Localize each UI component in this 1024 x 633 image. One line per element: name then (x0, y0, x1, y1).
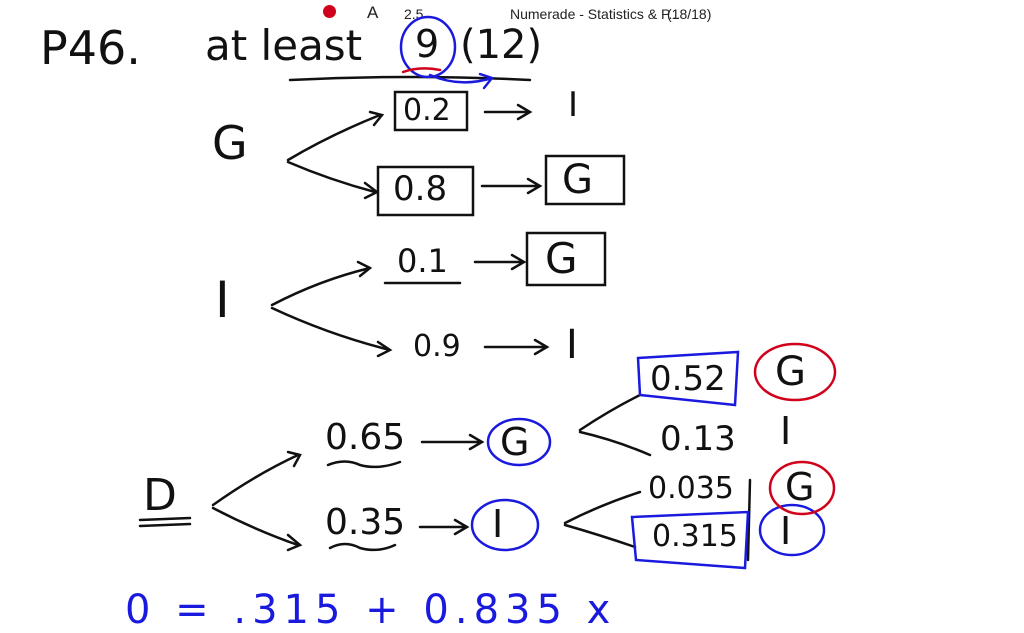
red-circle-G (753, 342, 837, 402)
squiggle (326, 460, 402, 469)
circle-9 (399, 15, 457, 79)
sub-prob: 0.315 (652, 519, 738, 554)
heading-underline (288, 75, 532, 82)
box-0.2 (393, 90, 469, 132)
sub-branches (563, 490, 642, 549)
red-mark (401, 67, 442, 74)
red-circle-G (768, 460, 836, 516)
circled-number: 9 (415, 22, 440, 66)
outcome: G (545, 234, 578, 283)
arrow (270, 260, 373, 307)
arrow (418, 518, 470, 536)
arrow (483, 338, 550, 356)
sub-branches (578, 393, 652, 457)
sub-outcome: G (775, 349, 806, 395)
circle-G (486, 417, 552, 467)
tree-root-I: I (215, 271, 230, 329)
sub-outcome: I (780, 509, 792, 553)
arrow (483, 103, 533, 121)
arrow (286, 110, 385, 162)
total-count: (12) (460, 22, 543, 68)
prob: 0.8 (393, 169, 448, 209)
phrase-at-least: at least (205, 21, 363, 70)
arrow (211, 450, 302, 507)
divider (746, 478, 752, 562)
circle-I (470, 498, 540, 552)
arrow (480, 177, 543, 195)
arrow (428, 72, 495, 90)
sub-prob: 0.035 (648, 471, 734, 506)
box-0.315 (630, 510, 750, 570)
sub-outcome: G (785, 465, 815, 509)
arrow (286, 160, 380, 200)
outcome: G (562, 157, 593, 203)
underline-D (138, 516, 192, 528)
outcome: I (566, 322, 578, 368)
outcome: I (568, 85, 579, 125)
arrow (270, 306, 393, 358)
box-G (544, 154, 626, 206)
box-0.8 (376, 165, 475, 217)
prob: 0.2 (403, 93, 451, 128)
record-indicator-icon (323, 5, 336, 18)
outcome: G (500, 420, 530, 464)
arrow (420, 433, 485, 451)
arrow (473, 253, 527, 271)
box-G (525, 231, 607, 287)
bottom-partial-equation: 0 = .315 + 0.835 x (125, 587, 617, 633)
tree-root-G: G (212, 116, 248, 170)
prob: 0.65 (325, 417, 406, 458)
arrow (211, 506, 303, 552)
page-counter: (18/18) (667, 6, 712, 22)
prob: 0.35 (325, 502, 406, 543)
tree-root-D: D (143, 470, 177, 521)
sub-outcome: I (780, 409, 792, 453)
board-strokes (138, 15, 837, 570)
sub-prob: 0.13 (660, 419, 736, 459)
prob: 0.9 (413, 329, 461, 364)
pen-tool-icon[interactable]: A (367, 3, 379, 22)
circle-I (758, 503, 826, 557)
outcome: I (492, 502, 504, 546)
video-title: Numerade - Statistics & P... (510, 6, 681, 22)
sub-prob: 0.52 (650, 359, 726, 399)
problem-number: P46. (40, 21, 141, 75)
prob: 0.1 (397, 242, 448, 280)
box-0.52 (636, 350, 740, 407)
squiggle (328, 542, 397, 552)
